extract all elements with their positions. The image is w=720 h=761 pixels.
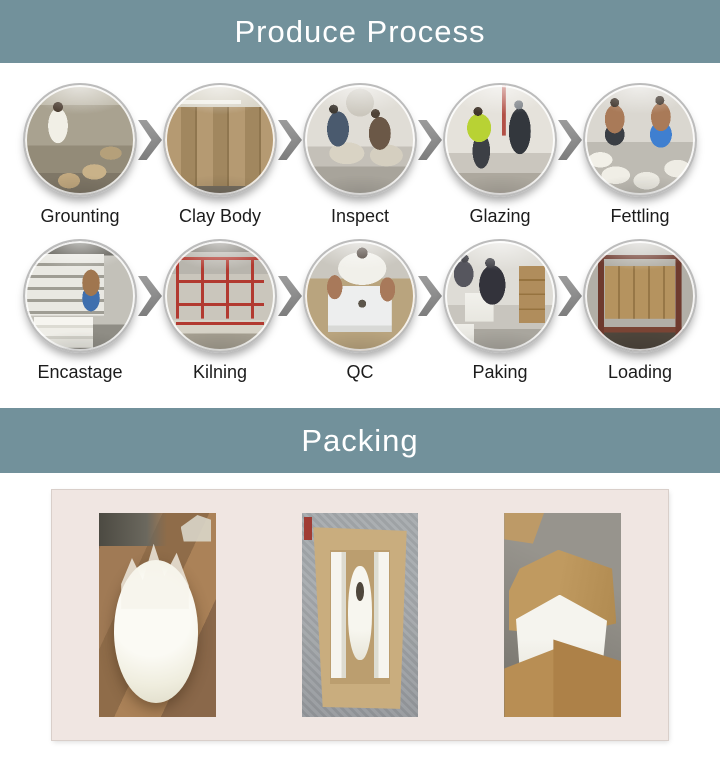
packing-header-band: Packing [0,408,720,473]
next-step-arrow-icon [418,276,442,316]
packing-title: Packing [301,422,419,458]
step-label-glazing: Glazing [469,206,531,226]
next-step-arrow-icon [558,276,582,316]
process-step-fettling: Fettling [582,83,698,227]
next-step-arrow-icon [278,276,302,316]
fettling-photo [583,83,697,197]
produce-process-section: Grounting Clay Body Inspect Glazing Fett… [0,63,720,383]
pallet-jack-handle [304,517,313,540]
stacked-papers [180,515,212,542]
step-label-clay-body: Clay Body [178,206,262,226]
next-step-arrow-icon [138,276,162,316]
process-row-2: Encastage Kilning QC Paking Loading [0,239,720,383]
next-step-arrow-icon [558,120,582,160]
packing-section [0,490,720,740]
plastic-wrap-folds [121,543,189,609]
process-step-paking: Paking [442,239,558,383]
process-step-encastage: Encastage [22,239,138,383]
encastage-photo [23,239,137,353]
carton-front-wall-left [504,647,558,717]
clay-body-photo [163,83,277,197]
packing-photo-basin-in-carton [301,513,419,717]
grounting-photo [23,83,137,197]
kilning-photo [163,239,277,353]
process-step-qc: QC [302,239,418,383]
second-carton-corner [504,513,544,544]
process-step-grounting: Grounting [22,83,138,227]
foam-insert-left [330,551,346,679]
paking-photo [443,239,557,353]
process-step-kilning: Kilning [162,239,278,383]
process-row-1: Grounting Clay Body Inspect Glazing Fett… [0,83,720,227]
step-label-loading: Loading [607,362,673,382]
packing-photo-open-carton [504,513,622,717]
process-step-clay-body: Clay Body [162,83,278,227]
produce-process-header-band: Produce Process [0,0,720,63]
step-label-qc: QC [346,362,374,382]
step-label-inspect: Inspect [330,206,390,226]
process-step-inspect: Inspect [302,83,418,227]
step-label-grounting: Grounting [40,206,120,226]
packing-photos-frame [52,490,668,740]
produce-process-title: Produce Process [234,13,486,49]
process-step-loading: Loading [582,239,698,383]
step-label-fettling: Fettling [610,206,670,226]
faucet-hole [355,582,365,601]
next-step-arrow-icon [278,120,302,160]
step-label-encastage: Encastage [37,362,123,382]
step-label-kilning: Kilning [192,362,248,382]
wrapped-ceramic-item [348,566,372,660]
loading-photo [583,239,697,353]
qc-photo [303,239,417,353]
next-step-arrow-icon [418,120,442,160]
packing-photo-wrapped-basin [99,513,216,717]
process-step-glazing: Glazing [442,83,558,227]
inspect-photo [303,83,417,197]
background-shelf-shadow [99,513,167,546]
carton-front-wall-right [553,639,622,717]
next-step-arrow-icon [138,120,162,160]
glazing-photo [443,83,557,197]
step-label-paking: Paking [472,362,528,382]
foam-insert-right [374,551,390,679]
